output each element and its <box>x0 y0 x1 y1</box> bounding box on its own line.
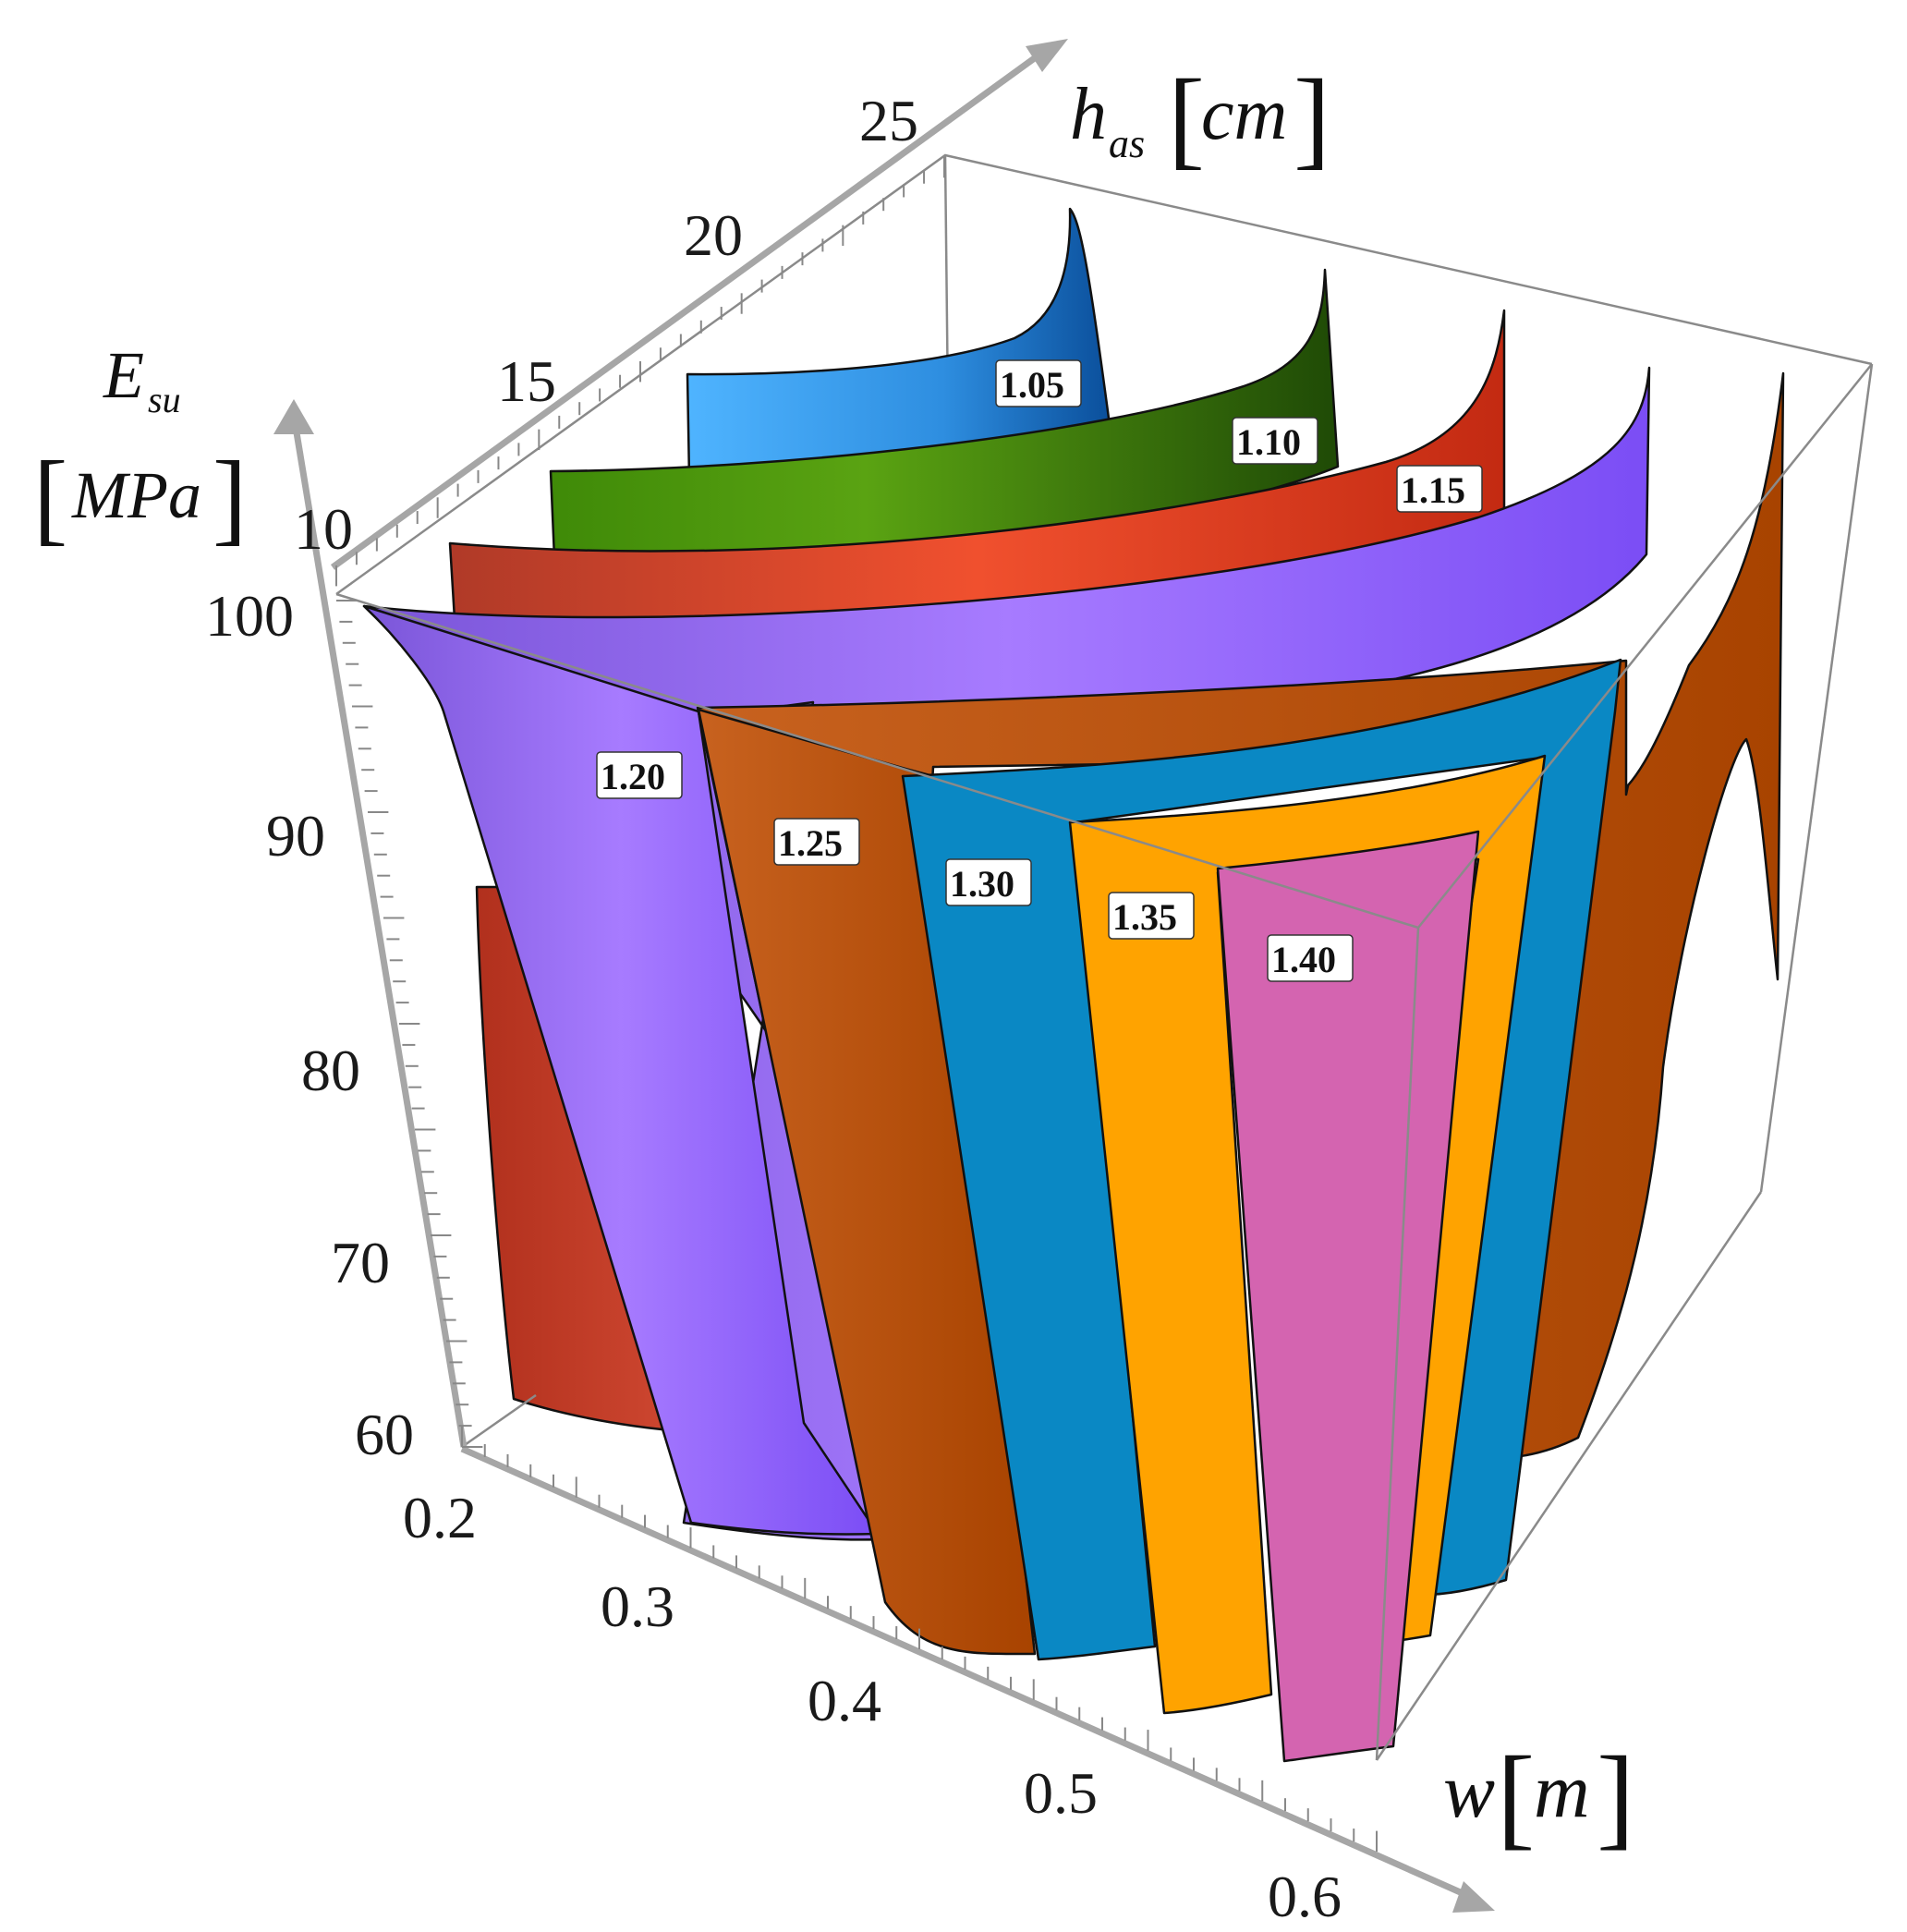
label-1-05-box <box>995 359 1082 407</box>
box-front-bottom-right <box>1375 1191 1763 1761</box>
label-1-20-text: 1.20 <box>601 756 665 797</box>
box-front-right-vertical <box>1759 363 1874 1193</box>
label-1-25-box <box>773 818 860 866</box>
label-1-40-box <box>1267 934 1354 982</box>
label-1-40-text: 1.40 <box>1271 939 1336 980</box>
e-tick-90: 90 <box>266 803 325 869</box>
h-tick-20: 20 <box>684 202 743 268</box>
w-tick-0-3: 0.3 <box>601 1574 674 1639</box>
e-axis-unit: MPa <box>71 458 201 532</box>
label-1-05: 1.05 <box>995 359 1082 407</box>
label-1-35-box <box>1108 892 1195 940</box>
e-tick-80: 80 <box>301 1038 360 1103</box>
e-axis-bracket-open: [ <box>33 441 67 555</box>
e-tick-100: 100 <box>205 583 294 649</box>
box-front-top-left-edge <box>335 592 1419 930</box>
w-axis-unit: m <box>1534 1748 1590 1834</box>
box-front-top-right-edge <box>1417 363 1873 929</box>
label-1-15-text: 1.15 <box>1401 469 1465 511</box>
w-tick-0-5: 0.5 <box>1024 1760 1098 1826</box>
w-axis-bracket-open: [ <box>1497 1733 1535 1860</box>
surface-level-1-40 <box>1216 830 1480 1763</box>
box-front-bottom-left <box>461 1393 537 1449</box>
w-axis-bracket-close: ] <box>1597 1733 1634 1860</box>
contour-labels: 1.05 1.10 1.15 1.20 1.25 1.30 1.35 1.40 <box>596 359 1483 982</box>
surface-level-1-20-front <box>362 604 880 1536</box>
h-axis-symbol: h <box>1070 74 1107 155</box>
w-axis-title: w [ m ] <box>1443 1733 1634 1860</box>
label-1-10-box <box>1232 417 1318 465</box>
label-1-35-text: 1.35 <box>1112 896 1177 938</box>
label-1-10: 1.10 <box>1232 417 1318 465</box>
h-axis-arrowhead <box>1026 39 1068 72</box>
label-1-05-text: 1.05 <box>1000 364 1064 406</box>
h-axis-bracket-close: ] <box>1294 56 1330 179</box>
label-1-15: 1.15 <box>1396 465 1483 513</box>
h-axis-subscript: as <box>1109 121 1145 166</box>
surface-level-1-35 <box>1068 754 1547 1715</box>
label-1-30-box <box>945 858 1032 906</box>
e-axis-bracket-close: ] <box>213 441 247 555</box>
label-1-15-box <box>1396 465 1483 513</box>
e-axis-title: E su [ MPa ] <box>33 338 247 555</box>
w-tick-0-6: 0.6 <box>1268 1864 1342 1929</box>
bounding-box-front <box>335 363 1874 1761</box>
box-front-center-vertical <box>1375 927 1420 1761</box>
h-tick-10: 10 <box>294 496 353 562</box>
label-1-20: 1.20 <box>596 751 683 799</box>
w-tick-0-2: 0.2 <box>403 1485 477 1550</box>
h-tick-15: 15 <box>497 348 556 414</box>
h-axis-title: h as [ cm ] <box>1070 56 1330 179</box>
label-1-20-box <box>596 751 683 799</box>
label-1-30: 1.30 <box>945 858 1032 906</box>
label-1-35: 1.35 <box>1108 892 1195 940</box>
e-axis-arrowhead <box>273 399 314 434</box>
e-axis-symbol: E <box>103 338 144 412</box>
h-tick-25: 25 <box>859 88 918 153</box>
label-1-30-text: 1.30 <box>950 863 1014 905</box>
h-axis-arrow-line <box>330 47 1049 570</box>
tick-marks <box>335 157 1378 1852</box>
e-axis-subscript: su <box>148 379 181 420</box>
w-axis-symbol: w <box>1443 1748 1495 1834</box>
e-tick-70: 70 <box>331 1230 390 1295</box>
w-tick-0-4: 0.4 <box>808 1668 881 1733</box>
w-axis-arrowhead <box>1452 1881 1495 1913</box>
label-1-40: 1.40 <box>1267 934 1354 982</box>
label-1-25-text: 1.25 <box>778 822 843 864</box>
label-1-25: 1.25 <box>773 818 860 866</box>
h-axis-unit: cm <box>1201 74 1287 155</box>
axis-arrows <box>273 39 1495 1913</box>
label-1-10-text: 1.10 <box>1236 421 1301 463</box>
h-axis-bracket-open: [ <box>1168 56 1205 179</box>
w-axis-arrow-line <box>460 1445 1475 1902</box>
e-axis-arrow-line <box>290 415 468 1448</box>
e-tick-60: 60 <box>355 1402 414 1467</box>
